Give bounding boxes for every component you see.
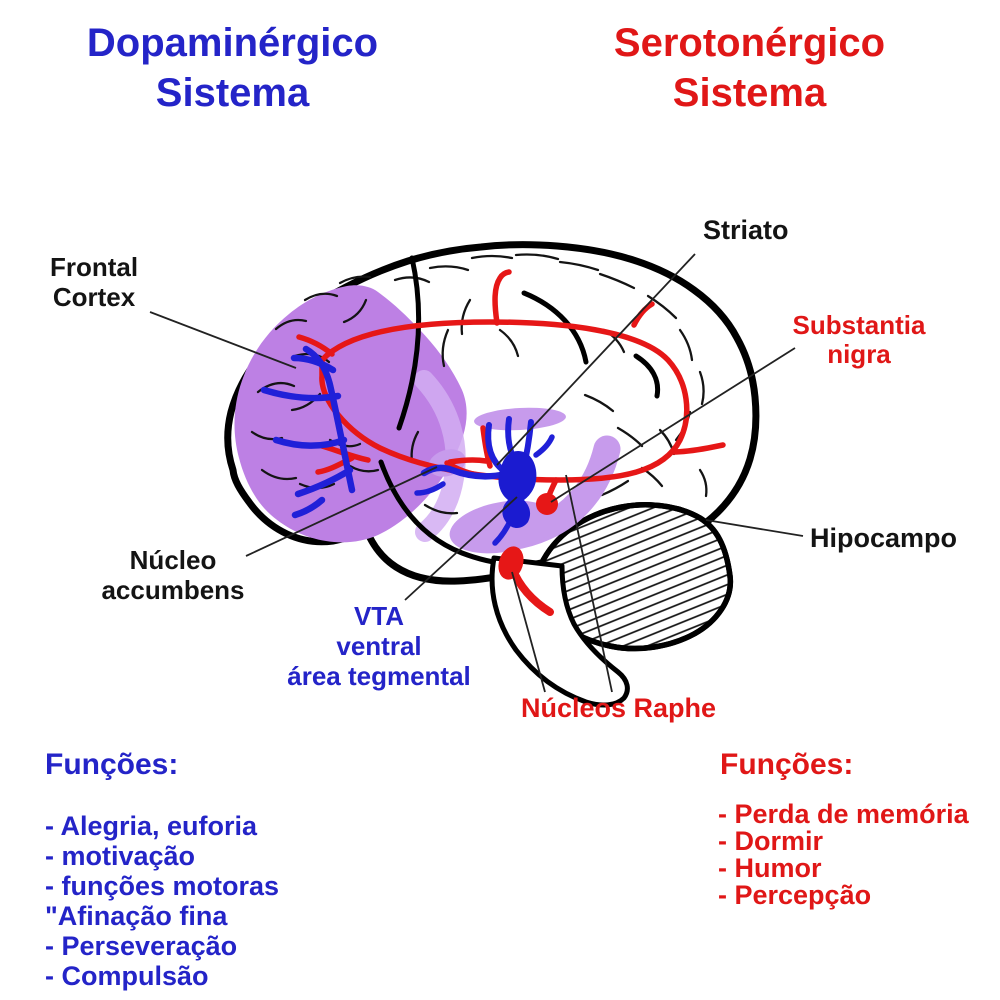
pointer-lines: [149, 253, 804, 693]
striatum-band: [474, 407, 566, 431]
frontal-cortex-pointer: [149, 311, 297, 369]
striato-pointer: [496, 253, 696, 466]
frontal-cortex-label: Frontal Cortex: [49, 252, 139, 312]
functions-left-heading: Funções:: [45, 748, 179, 781]
substantia-nigra-label: Substantia nigra: [792, 310, 926, 369]
frontal-light-band: [414, 370, 466, 542]
red-loop: [319, 319, 690, 483]
substantia-nigra-dot: [536, 493, 558, 515]
vta-glob: [498, 450, 537, 528]
hipocampo-label: Hipocampo: [810, 523, 958, 553]
hipocampo-pointer: [705, 519, 804, 537]
accumbens-pointer: [245, 466, 438, 557]
dopaminergic-title: Dopaminérgico Sistema: [86, 21, 379, 115]
raphe-nucleus-dot: [498, 546, 524, 580]
serotonergic-title: Serotonérgico Sistema: [613, 21, 886, 115]
vta-label: VTA ventral área tegmental: [287, 601, 471, 691]
functions-left-list: - Alegria, euforia - motivação - funções…: [45, 811, 280, 991]
raphe-pointer-1: [511, 571, 546, 693]
functions-right-heading: Funções:: [720, 748, 854, 781]
striato-label: Striato: [703, 215, 789, 245]
blue-frontal-trunk: [302, 345, 356, 494]
nucleos-raphe-label: Núcleos Raphe: [521, 693, 717, 723]
substantia-nigra-pointer: [550, 347, 796, 503]
raphe-pointer-2: [565, 474, 613, 693]
functions-right-list: - Perda de memória - Dormir - Humor - Pe…: [718, 799, 969, 910]
nucleo-accumbens-label: Núcleo accumbens: [101, 545, 245, 605]
vta-pointer: [404, 496, 518, 601]
